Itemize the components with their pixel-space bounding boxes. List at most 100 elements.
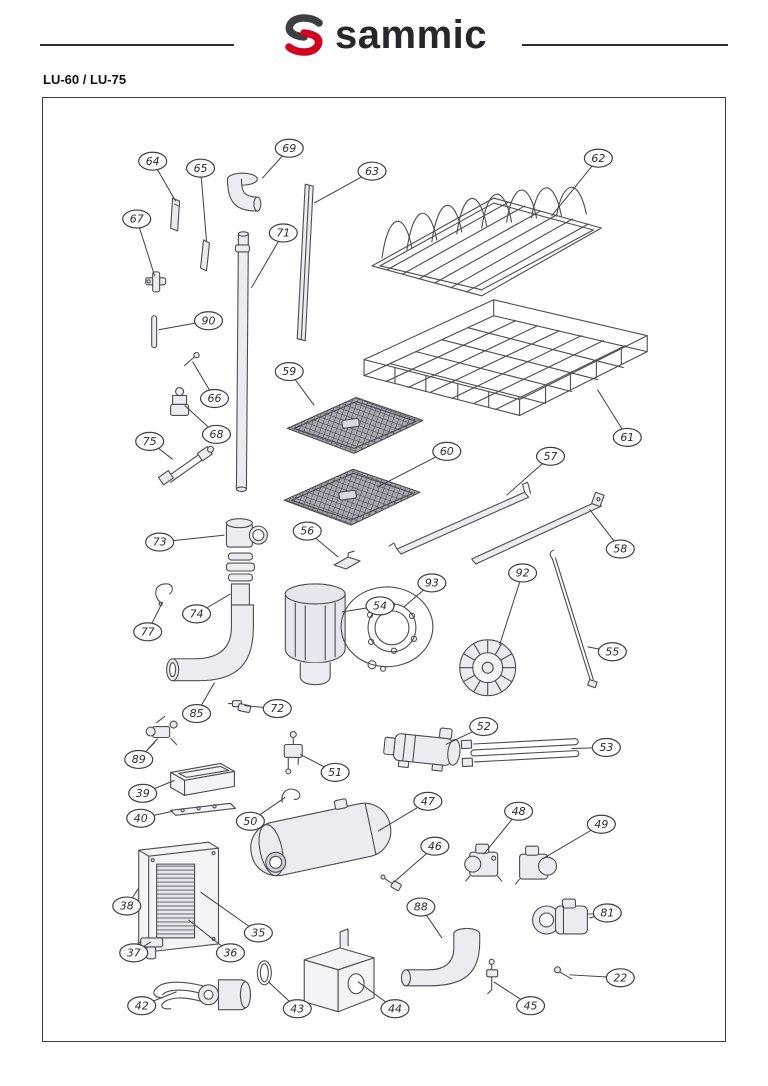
callout-label-44: 44 — [388, 1002, 402, 1015]
brand-name: sammic — [335, 13, 487, 57]
callout-label-89: 89 — [132, 753, 146, 766]
callout-bubble-74 — [181, 604, 212, 624]
callout-bubble-53 — [591, 737, 621, 758]
brand-logo: sammic — [281, 12, 487, 58]
callout-bubble-58 — [605, 539, 635, 559]
callout-bubble-81 — [592, 903, 622, 923]
callout-bubble-69 — [274, 138, 304, 158]
callout-label-47: 47 — [421, 795, 435, 808]
callout-label-51: 51 — [328, 766, 342, 779]
parts-artwork — [134, 172, 648, 1013]
leader-line-65 — [200, 168, 208, 242]
callout-bubble-38 — [112, 896, 142, 916]
callout-bubble-43 — [282, 999, 312, 1019]
callout-label-69: 69 — [282, 142, 296, 155]
sammic-s-icon — [285, 14, 323, 56]
part-88-elbow — [400, 927, 481, 987]
callout-bubble-90 — [193, 311, 224, 331]
callout-bubble-68 — [201, 424, 232, 444]
callout-bubble-55 — [597, 642, 627, 662]
part-67-fitting — [145, 271, 167, 293]
callout-label-71: 71 — [276, 227, 290, 240]
callout-bubble-44 — [380, 999, 410, 1019]
callout-bubble-45 — [516, 996, 546, 1016]
leader-line-60 — [376, 450, 448, 488]
callout-label-50: 50 — [243, 815, 257, 828]
callout-label-40: 40 — [134, 812, 148, 825]
callout-bubble-63 — [357, 161, 387, 181]
callout-bubble-66 — [199, 388, 230, 409]
part-89-valve — [145, 716, 178, 750]
callout-label-45: 45 — [524, 999, 538, 1012]
part-46-fitting — [380, 874, 402, 892]
part-77-hook — [155, 583, 173, 606]
callout-label-74: 74 — [190, 607, 204, 620]
part-50-wire — [281, 788, 301, 803]
part-38-panel — [138, 841, 220, 953]
callout-label-64: 64 — [146, 155, 160, 168]
leader-line-67 — [136, 218, 156, 277]
callout-label-59: 59 — [282, 365, 296, 378]
part-39-tray — [170, 762, 235, 796]
model-title: LU-60 / LU-75 — [43, 72, 127, 87]
callout-bubble-64 — [138, 151, 168, 171]
part-85-elbow — [166, 604, 254, 682]
part-56-bracket — [333, 550, 361, 570]
callout-bubble-37 — [119, 943, 149, 963]
callout-label-42: 42 — [135, 999, 149, 1012]
callout-label-52: 52 — [477, 720, 491, 733]
callout-label-49: 49 — [594, 818, 608, 831]
callout-label-57: 57 — [544, 450, 558, 463]
callout-bubble-47 — [413, 791, 443, 811]
callout-bubble-85 — [181, 704, 212, 724]
callout-label-37: 37 — [127, 946, 141, 959]
callout-bubble-73 — [145, 532, 175, 552]
part-59-filter — [286, 396, 424, 454]
callout-label-36: 36 — [223, 946, 237, 959]
callout-bubble-67 — [122, 209, 152, 229]
callout-label-61: 61 — [620, 431, 634, 444]
callout-label-38: 38 — [120, 900, 134, 913]
callout-label-46: 46 — [428, 840, 442, 853]
callout-label-77: 77 — [141, 625, 155, 638]
callout-bubble-48 — [504, 801, 534, 821]
part-49-solenoid-valve — [515, 845, 558, 885]
callout-bubble-56 — [292, 521, 322, 541]
callout-label-92: 92 — [516, 567, 530, 580]
callout-bubble-36 — [215, 943, 246, 963]
part-43-oring — [256, 960, 272, 986]
part-66-screw — [184, 351, 200, 367]
part-61-basket — [363, 299, 648, 417]
callout-bubble-51 — [320, 762, 350, 782]
part-47-boiler — [250, 798, 392, 877]
callout-label-58: 58 — [613, 543, 627, 556]
part-42-heating-element — [153, 979, 251, 1011]
part-51-valve — [283, 730, 303, 775]
callout-bubble-72 — [262, 699, 292, 719]
part-57-bracket — [388, 481, 532, 555]
part-45-fitting — [486, 958, 499, 995]
callout-bubble-65 — [185, 158, 216, 178]
callout-label-81: 81 — [600, 907, 614, 920]
callout-label-68: 68 — [210, 428, 224, 441]
part-63-bar — [296, 183, 314, 342]
leader-line-71 — [250, 232, 284, 289]
callout-label-53: 53 — [599, 741, 613, 754]
part-48-solenoid-valve — [464, 843, 503, 882]
callout-bubble-59 — [274, 362, 304, 382]
leader-line-62 — [551, 157, 599, 217]
part-58-bracket — [471, 491, 605, 565]
callout-bubble-75 — [135, 431, 165, 451]
callout-label-75: 75 — [143, 435, 157, 448]
part-81-pump-motor — [532, 898, 594, 935]
part-22-screw — [553, 966, 572, 980]
callout-label-72: 72 — [270, 702, 284, 715]
header-rule-right — [522, 44, 728, 46]
exploded-diagram: 6465696362677190666875596057615873567477… — [112, 138, 648, 1019]
part-62-upper-rack — [371, 186, 602, 297]
callout-bubble-92 — [508, 563, 538, 583]
callout-bubble-40 — [126, 808, 156, 828]
